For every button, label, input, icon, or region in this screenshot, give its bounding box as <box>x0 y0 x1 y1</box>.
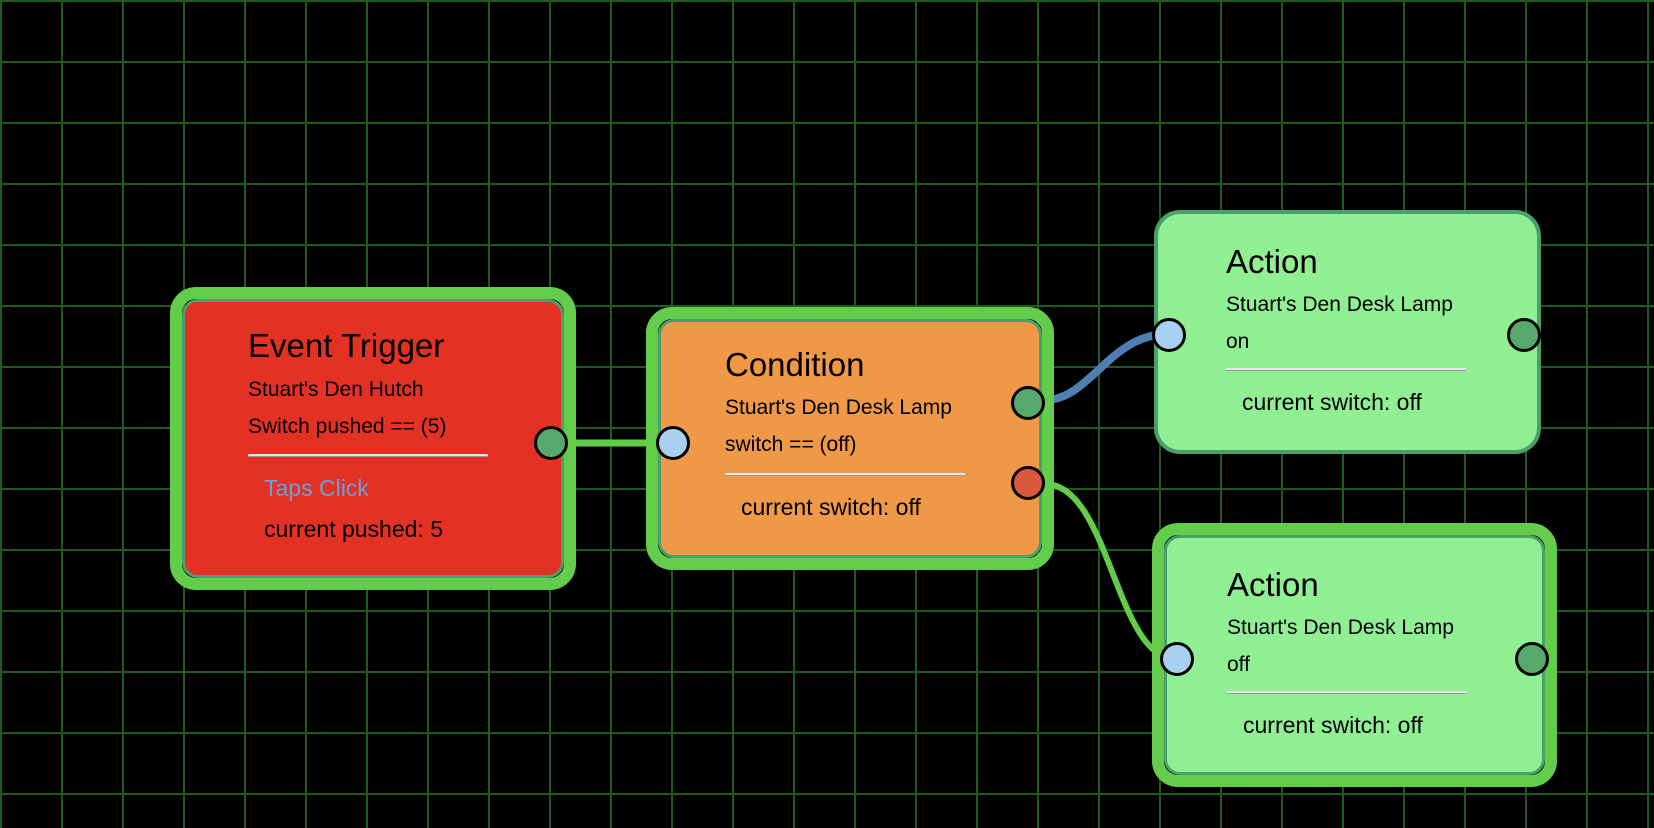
trigger-expression: Switch pushed == (5) <box>248 415 447 438</box>
current-status: current switch: off <box>741 494 921 520</box>
action-command: off <box>1227 653 1250 676</box>
current-status: current switch: off <box>1243 712 1423 738</box>
event-trigger-body: Event Trigger Stuart's Den Hutch Switch … <box>182 299 564 578</box>
action-on-input-port[interactable] <box>1152 318 1186 352</box>
taps-click-link[interactable]: Taps Click <box>264 475 369 501</box>
device-name: Stuart's Den Desk Lamp <box>725 396 952 419</box>
condition-body: Condition Stuart's Den Desk Lamp switch … <box>658 319 1042 558</box>
divider <box>725 473 965 475</box>
current-status: current switch: off <box>1242 389 1422 415</box>
condition-true-output-port[interactable] <box>1011 386 1045 420</box>
divider <box>1227 691 1467 693</box>
device-name: Stuart's Den Desk Lamp <box>1227 616 1454 639</box>
device-name: Stuart's Den Hutch <box>248 378 424 401</box>
action-off-input-port[interactable] <box>1160 642 1194 676</box>
action-off-node[interactable]: Action Stuart's Den Desk Lamp off curren… <box>1152 523 1557 787</box>
node-title: Action <box>1227 566 1319 603</box>
action-off-output-port[interactable] <box>1515 642 1549 676</box>
wire-condition-true-to-action-on[interactable] <box>1044 330 1169 404</box>
event-trigger-node[interactable]: Event Trigger Stuart's Den Hutch Switch … <box>170 287 576 590</box>
node-title: Action <box>1226 243 1318 280</box>
condition-node[interactable]: Condition Stuart's Den Desk Lamp switch … <box>646 307 1054 570</box>
action-command: on <box>1226 330 1250 353</box>
action-off-body: Action Stuart's Den Desk Lamp off curren… <box>1164 535 1545 775</box>
action-on-output-port[interactable] <box>1507 318 1541 352</box>
divider <box>1226 368 1466 370</box>
action-on-node[interactable]: Action Stuart's Den Desk Lamp on current… <box>1154 210 1541 454</box>
node-title: Condition <box>725 346 865 383</box>
event-trigger-output-port[interactable] <box>534 426 568 460</box>
device-name: Stuart's Den Desk Lamp <box>1226 293 1453 316</box>
node-title: Event Trigger <box>248 327 445 364</box>
condition-input-port[interactable] <box>656 426 690 460</box>
condition-false-output-port[interactable] <box>1011 466 1045 500</box>
divider <box>248 454 488 456</box>
current-status: current pushed: 5 <box>264 516 444 542</box>
condition-expression: switch == (off) <box>725 433 857 456</box>
